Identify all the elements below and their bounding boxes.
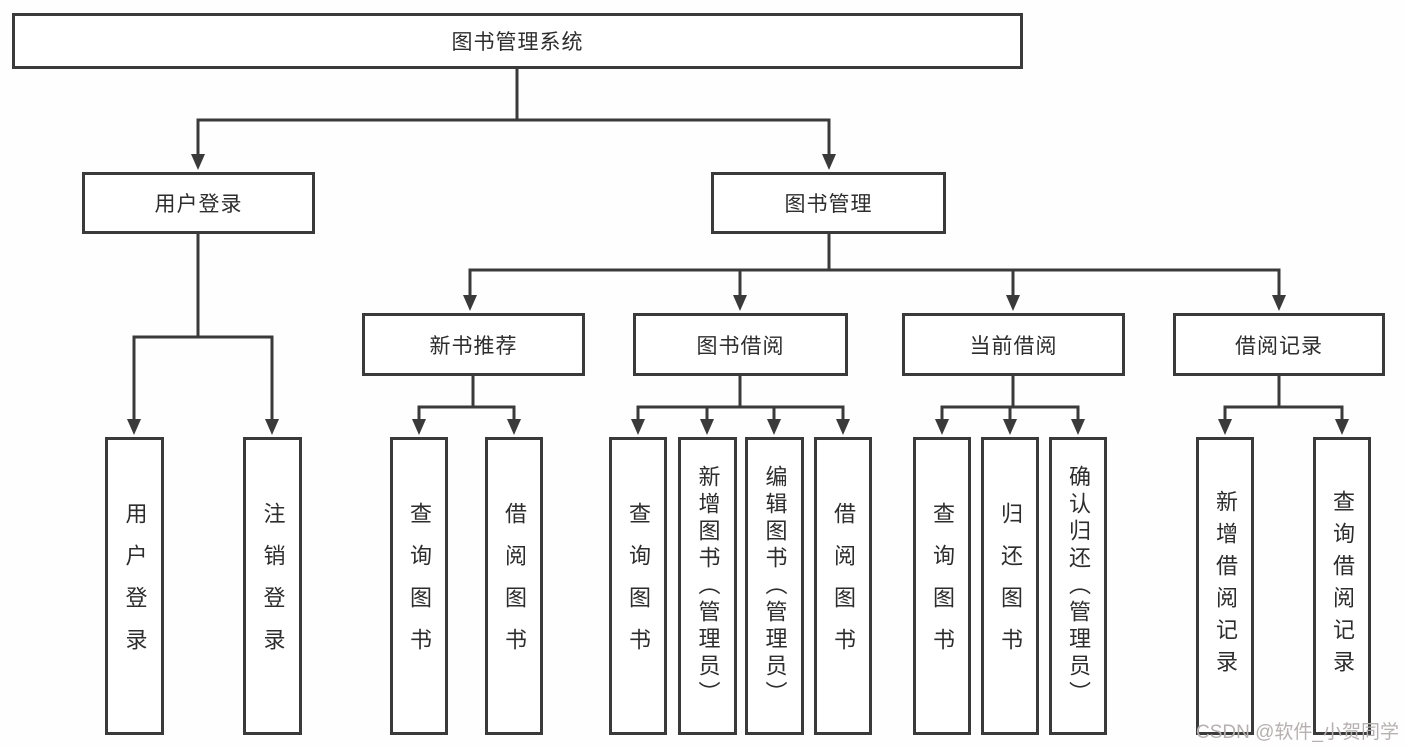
leaf-records-query-record: 查询借阅记录 [1313, 437, 1371, 735]
node-book-management: 图书管理 [711, 172, 946, 234]
leaf-borrow-edit-books-admin: 编辑图书（管理员） [745, 437, 804, 735]
leaf-recommend-borrow-books: 借阅图书 [485, 437, 543, 735]
leaf-borrow-add-books-admin: 新增图书（管理员） [678, 437, 737, 735]
node-new-book-recommend-label: 新书推荐 [429, 334, 518, 358]
leaf-recommend-query-books-label: 查询图书 [407, 502, 432, 670]
leaf-records-add-record-label: 新增借阅记录 [1213, 490, 1238, 682]
leaf-current-query-books: 查询图书 [913, 437, 971, 735]
leaf-borrow-edit-books-admin-label: 编辑图书（管理员） [762, 464, 788, 708]
leaf-borrow-borrow-books-label: 借阅图书 [831, 502, 856, 670]
leaf-borrow-query-books-label: 查询图书 [626, 502, 651, 670]
leaf-current-query-books-label: 查询图书 [930, 502, 955, 670]
csdn-watermark: CSDN @软件_小贺同学 [1196, 722, 1399, 743]
arrowhead-icons [127, 154, 1349, 435]
leaf-current-confirm-return-admin-label: 确认归还（管理员） [1066, 464, 1091, 708]
leaf-borrow-add-books-admin-label: 新增图书（管理员） [695, 464, 721, 708]
connector-stems [132, 68, 1344, 421]
leaf-logout: 注销登录 [243, 437, 302, 735]
node-root-system: 图书管理系统 [12, 13, 1023, 69]
leaf-current-return-books: 归还图书 [981, 437, 1039, 735]
leaf-borrow-query-books: 查询图书 [609, 437, 667, 735]
node-user-login: 用户登录 [82, 172, 315, 234]
node-current-borrow: 当前借阅 [902, 313, 1125, 376]
node-book-borrow: 图书借阅 [633, 313, 848, 376]
node-borrow-records-label: 借阅记录 [1235, 334, 1323, 358]
node-book-borrow-label: 图书借阅 [696, 334, 785, 358]
leaf-current-return-books-label: 归还图书 [998, 502, 1023, 670]
leaf-recommend-query-books: 查询图书 [390, 437, 448, 735]
leaf-current-confirm-return-admin: 确认归还（管理员） [1049, 437, 1107, 735]
leaf-logout-label: 注销登录 [260, 502, 286, 670]
leaf-user-login: 用户登录 [105, 437, 164, 735]
node-root-system-label: 图书管理系统 [451, 31, 584, 54]
leaf-recommend-borrow-books-label: 借阅图书 [502, 502, 527, 670]
leaf-user-login-label: 用户登录 [122, 502, 148, 670]
node-new-book-recommend: 新书推荐 [362, 313, 585, 376]
node-book-management-label: 图书管理 [784, 193, 873, 216]
leaf-records-query-record-label: 查询借阅记录 [1330, 490, 1355, 682]
node-current-borrow-label: 当前借阅 [969, 334, 1058, 358]
leaf-records-add-record: 新增借阅记录 [1196, 437, 1254, 735]
leaf-borrow-borrow-books: 借阅图书 [814, 437, 872, 735]
node-borrow-records: 借阅记录 [1173, 313, 1385, 376]
node-user-login-label: 用户登录 [154, 193, 243, 216]
